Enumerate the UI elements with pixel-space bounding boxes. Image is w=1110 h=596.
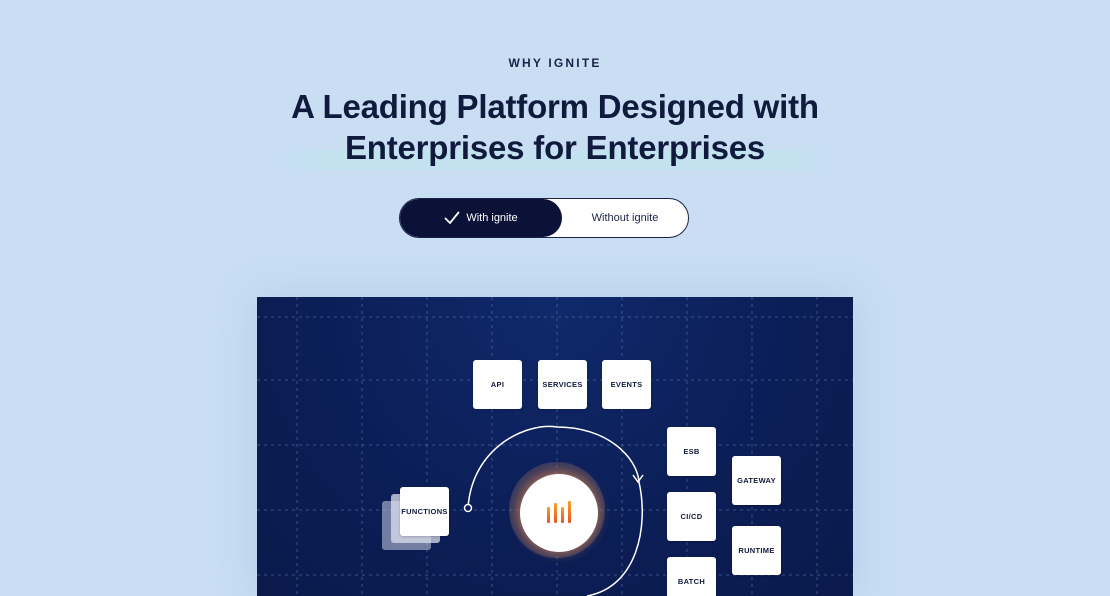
ignite-logo-icon bbox=[547, 501, 571, 523]
headline-line-2: Enterprises for Enterprises bbox=[344, 129, 766, 166]
ignite-logo bbox=[520, 474, 598, 552]
with-ignite-label: With ignite bbox=[466, 212, 518, 224]
without-ignite-label: Without ignite bbox=[591, 212, 659, 224]
without-ignite-option[interactable]: Without ignite bbox=[562, 199, 688, 237]
cicd-tile: CI/CD bbox=[667, 492, 716, 541]
platform-diagram: API SERVICES EVENTS FUNCTIONS ESB CI bbox=[257, 297, 853, 596]
comparison-toggle: With ignite Without ignite bbox=[399, 198, 689, 238]
section-eyebrow: WHY IGNITE bbox=[508, 56, 602, 70]
gateway-tile: GATEWAY bbox=[732, 456, 781, 505]
events-tile: EVENTS bbox=[602, 360, 651, 409]
batch-tile: BATCH bbox=[667, 557, 716, 596]
page-title: A Leading Platform Designed with Enterpr… bbox=[0, 86, 1110, 168]
headline-line-1: A Leading Platform Designed with bbox=[291, 88, 819, 125]
api-tile: API bbox=[473, 360, 522, 409]
esb-tile: ESB bbox=[667, 427, 716, 476]
functions-tile: FUNCTIONS bbox=[400, 487, 449, 536]
checkmark-icon bbox=[444, 211, 460, 224]
headline-highlight bbox=[278, 150, 832, 170]
services-tile: SERVICES bbox=[538, 360, 587, 409]
with-ignite-option[interactable]: With ignite bbox=[400, 199, 562, 237]
grid-lines bbox=[257, 297, 853, 596]
runtime-tile: RUNTIME bbox=[732, 526, 781, 575]
